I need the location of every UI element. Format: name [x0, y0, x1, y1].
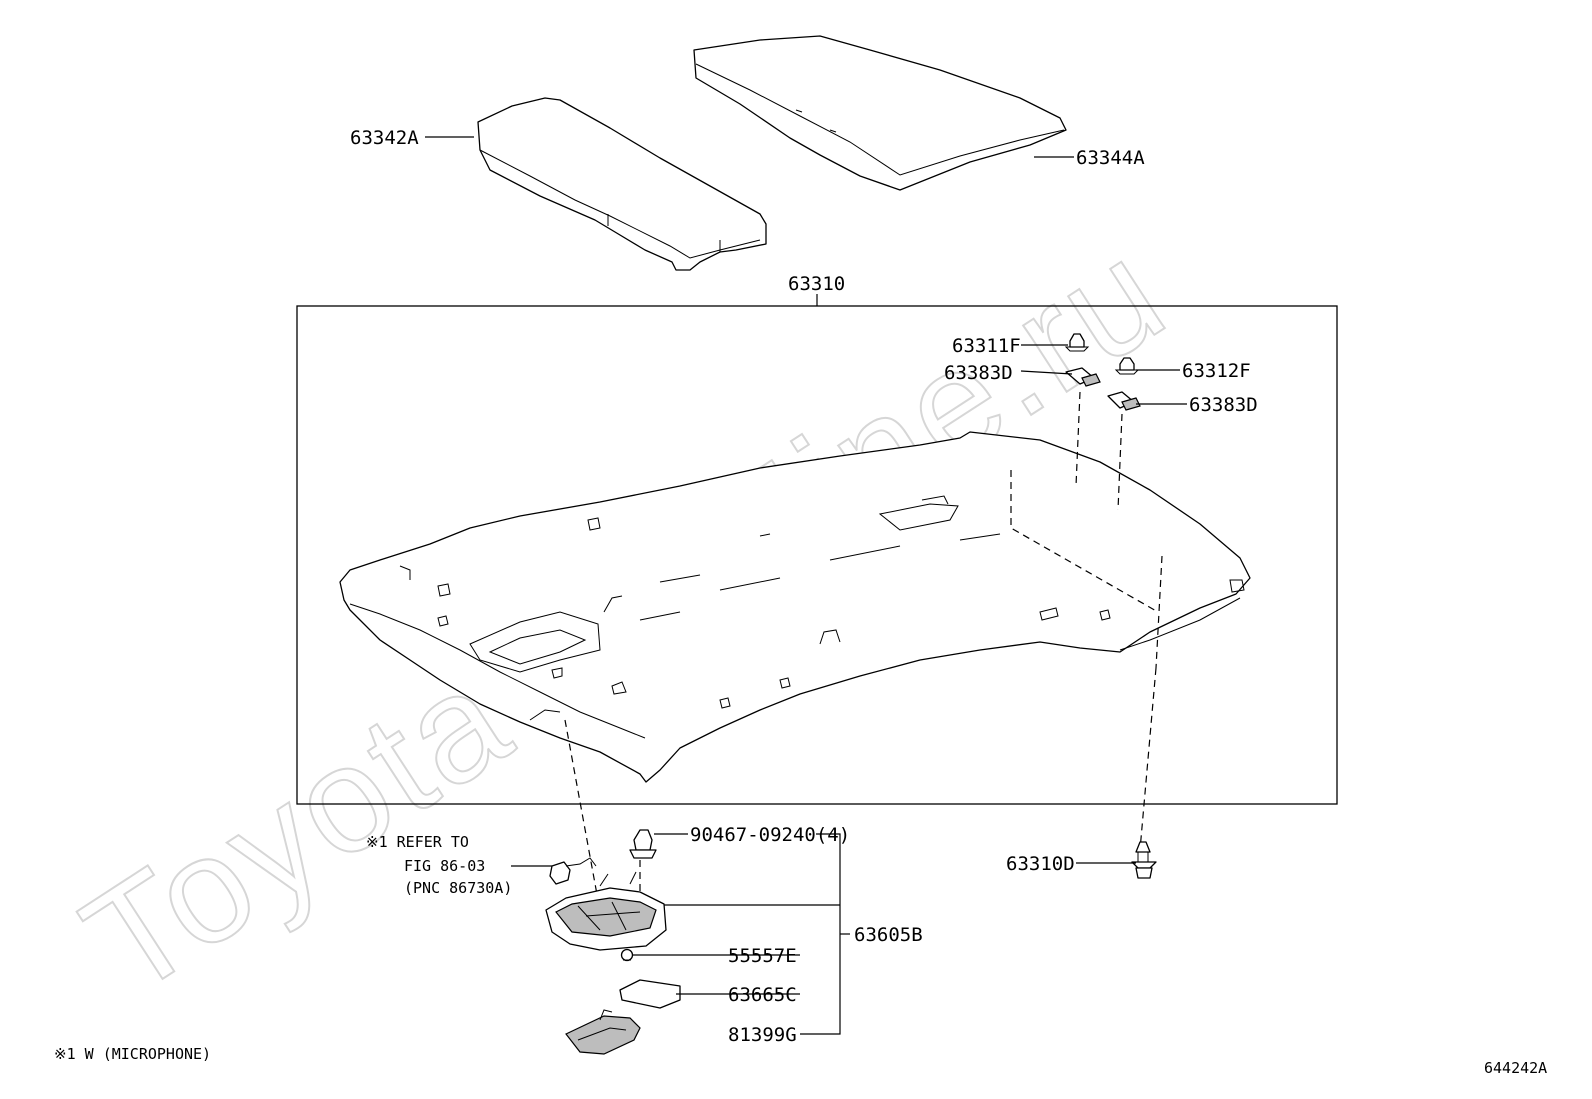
clip-63312F — [1114, 357, 1140, 375]
label-55557E: 55557E — [728, 945, 797, 967]
lens-63665C — [619, 979, 681, 1009]
label-63310D: 63310D — [1006, 853, 1075, 875]
map-lamp-assembly — [545, 871, 667, 951]
pad-63383D-lower — [1107, 391, 1141, 411]
pad-63383D-upper — [1065, 367, 1101, 387]
label-63312F: 63312F — [1182, 360, 1251, 382]
label-63342A: 63342A — [350, 127, 419, 149]
label-63605B: 63605B — [854, 924, 923, 946]
label-63383D-upper: 63383D — [944, 362, 1013, 384]
footnote: ※1 W (MICROPHONE) — [54, 1045, 211, 1063]
label-81399G: 81399G — [728, 1024, 797, 1046]
label-63311F: 63311F — [952, 335, 1021, 357]
label-90467-09240: 90467-09240(4) — [690, 824, 850, 846]
screw-55557E — [620, 948, 634, 962]
cover-81399G — [565, 1009, 641, 1055]
label-63383D-lower: 63383D — [1189, 394, 1258, 416]
label-63665C: 63665C — [728, 984, 797, 1006]
roof-headliner — [339, 431, 1251, 783]
insulator-pad-right — [693, 35, 1067, 191]
clip-90467-09240 — [629, 829, 657, 859]
label-63310: 63310 — [788, 273, 845, 295]
clip-63311F — [1064, 333, 1090, 352]
refer-line-2: FIG 86-03 — [404, 857, 485, 875]
refer-line-3: (PNC 86730A) — [404, 879, 512, 897]
clip-63310D — [1131, 841, 1157, 879]
label-63344A: 63344A — [1076, 147, 1145, 169]
insulator-pad-left — [477, 97, 767, 271]
refer-line-1: ※1 REFER TO — [366, 833, 469, 851]
microphone-part — [549, 857, 597, 885]
figure-code: 644242A — [1484, 1059, 1547, 1077]
